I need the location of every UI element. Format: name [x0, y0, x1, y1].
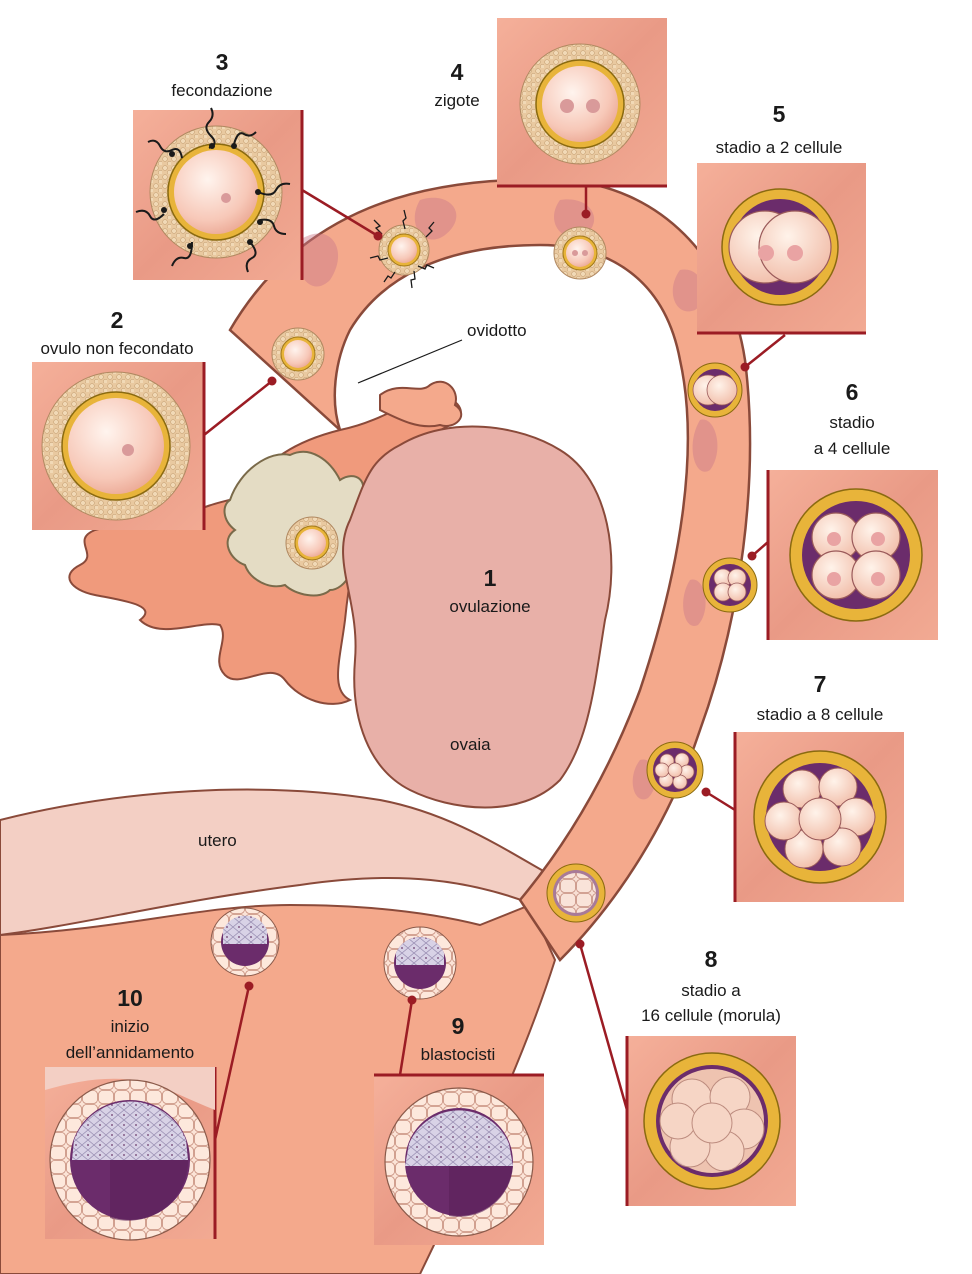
panel-stage-3 — [133, 107, 304, 280]
stage-1-number: 1 — [484, 565, 497, 591]
stage-8-label-line1: stadio a — [681, 981, 741, 1000]
panel-stage-2 — [32, 362, 206, 530]
stage-7-label: stadio a 8 cellule — [757, 705, 884, 724]
stage-10-label-line1: inizio — [111, 1017, 150, 1036]
embryo-8-cells — [646, 741, 704, 799]
stage-2-number: 2 — [111, 307, 124, 333]
embryo-2-cells — [687, 362, 743, 418]
panel-stage-9 — [374, 1073, 544, 1245]
oviduct-leader — [357, 339, 463, 384]
stage-8-number: 8 — [705, 946, 718, 972]
stage-5-label: stadio a 2 cellule — [716, 138, 843, 157]
pointer-lines — [203, 186, 786, 1141]
ovary-label: ovaia — [450, 735, 491, 754]
panel-stage-7 — [733, 732, 904, 902]
stage-7-number: 7 — [814, 671, 827, 697]
stage-9-label: blastocisti — [421, 1045, 496, 1064]
stage-2-label: ovulo non fecondato — [40, 339, 193, 358]
stage-4-label: zigote — [434, 91, 479, 110]
embryo-morula — [546, 863, 606, 923]
organ-labels: ovidotto ovaia utero — [198, 321, 527, 850]
panel-stage-4 — [497, 18, 667, 188]
stage-8-label-line2: 16 cellule (morula) — [641, 1006, 781, 1025]
panel-stage-6 — [766, 470, 938, 640]
embryo-blastocyst — [383, 926, 457, 1000]
uterus-label: utero — [198, 831, 237, 850]
stage-6-label-line2: a 4 cellule — [814, 439, 891, 458]
egg-fertilization — [369, 209, 435, 289]
oviduct-tube — [228, 178, 752, 962]
stage-3-number: 3 — [216, 49, 229, 75]
panel-stage-8 — [625, 1036, 796, 1206]
ovary — [342, 425, 613, 809]
stage-6-label-line1: stadio — [829, 413, 874, 432]
stage-4-number: 4 — [451, 59, 464, 85]
panel-stage-10 — [45, 1067, 217, 1241]
embryo-4-cells — [702, 557, 758, 613]
panel-stage-5 — [697, 163, 866, 335]
stage-9-number: 9 — [452, 1013, 465, 1039]
path-cells — [210, 209, 758, 1000]
egg-unfertilized — [271, 327, 325, 381]
fimbria-flap — [379, 380, 463, 428]
stage-10-number: 10 — [117, 985, 143, 1011]
pointer-dots — [244, 209, 757, 1005]
stage-5-number: 5 — [773, 101, 786, 127]
stage-3-label: fecondazione — [171, 81, 272, 100]
stage-6-number: 6 — [846, 379, 859, 405]
egg-zygote — [553, 226, 607, 280]
embryo-implantation — [210, 907, 280, 977]
oviduct-label: ovidotto — [467, 321, 527, 340]
egg-ovulation — [285, 516, 339, 570]
stage-1-label: ovulazione — [449, 597, 530, 616]
stage-10-label-line2: dell’annidamento — [66, 1043, 195, 1062]
stage-labels: 1 ovulazione 2 ovulo non fecondato 3 fec… — [40, 49, 890, 1064]
